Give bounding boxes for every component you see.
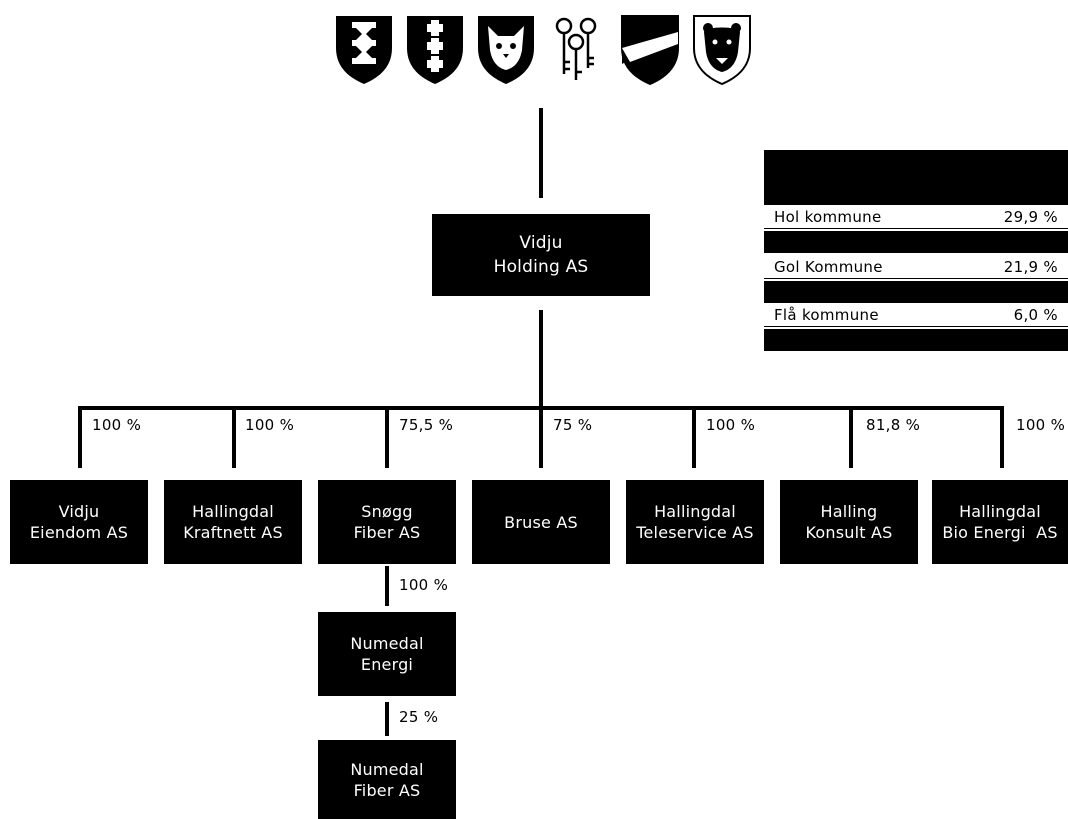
holding-company-box: Vidju Holding AS [432,214,650,296]
owner-name: Gol Kommune [774,257,883,276]
subsidiary-percentage: 100 % [92,416,142,434]
subsidiary-line1: Hallingdal [959,502,1041,521]
subsidiary-line1: Bruse AS [504,512,578,532]
owner-row-gol: Gol Kommune 21,9 % [764,255,1068,279]
owner-name: Hol kommune [774,207,882,226]
crest-crosses-icon [407,16,463,84]
subsidiary-line2: Teleservice AS [636,523,754,542]
subsidiary-percentage: 100 % [245,416,295,434]
owners-divider-bar [764,281,1068,303]
owner-share: 29,9 % [1003,207,1058,226]
connector-crests-to-holding [539,108,543,198]
crest-keys-icon [555,17,597,80]
subsidiary-line1: Snøgg [361,502,413,521]
connector-snogg-to-numedal-energi [385,566,389,606]
owner-row-hol: Hol kommune 29,9 % [764,205,1068,229]
crest-crossed-hammers-icon [336,16,392,84]
subsidiary-line2: Bio Energi AS [942,523,1058,542]
subsidiary-percentage: 75 % [553,416,593,434]
connector-sub-3 [385,406,389,468]
subsidiary-percentage: 100 % [706,416,756,434]
connector-sub-4 [539,406,543,468]
holding-line2: Holding AS [493,257,589,277]
subsidiary-line2: Konsult AS [805,523,893,542]
subsidiary-box-bruse: Bruse AS [472,480,610,564]
connector-holding-down [539,310,543,410]
subsidiary-line1: Hallingdal [654,502,736,521]
chain-line1: Numedal [350,759,424,779]
owners-footer-bar [764,329,1068,351]
chain-percentage: 25 % [399,708,439,726]
connector-sub-6 [849,406,853,468]
crest-diagonal-icon [621,15,679,86]
owner-share: 6,0 % [1013,305,1058,324]
connector-sub-1 [78,406,82,468]
subsidiary-percentage: 81,8 % [866,416,921,434]
subsidiary-line2: Fiber AS [353,523,421,542]
connector-energi-to-numedal-fiber [385,702,389,736]
crest-lynx-icon [478,16,534,84]
connector-sub-5 [692,406,696,468]
owners-divider-bar [764,231,1068,253]
owner-row-fla: Flå kommune 6,0 % [764,303,1068,327]
chain-percentage: 100 % [399,576,449,594]
subsidiary-line1: Vidju [58,502,100,521]
connector-sub-2 [232,406,236,468]
subsidiary-percentage: 75,5 % [399,416,454,434]
holding-line1: Vidju [519,233,563,253]
subsidiary-line1: Halling [820,502,878,521]
owner-name: Flå kommune [774,305,879,324]
subsidiary-line2: Eiendom AS [29,523,129,542]
subsidiary-line2: Kraftnett AS [183,523,283,542]
subsidiary-percentage: 100 % [1016,416,1066,434]
chain-line2: Energi [360,655,414,674]
owners-header-bar [764,150,1068,205]
crest-bear-icon [693,15,751,86]
connector-sub-7 [1000,406,1004,468]
chain-line1: Numedal [350,634,424,653]
subsidiary-line1: Hallingdal [192,502,274,521]
owner-share: 21,9 % [1003,257,1058,276]
chain-line2: Fiber AS [353,780,421,800]
